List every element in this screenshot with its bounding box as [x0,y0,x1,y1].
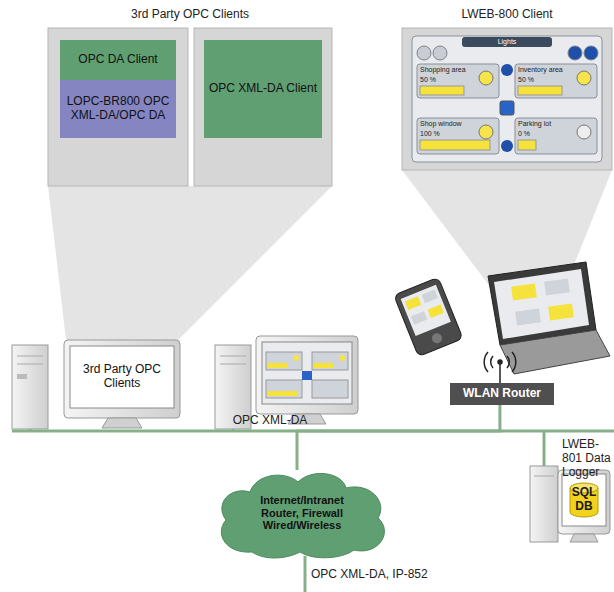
database-box: SQL DB [562,482,606,518]
node-text: 3rd Party OPC Clients [76,363,168,391]
computer [215,336,358,429]
ui-text: Shopping area [420,66,466,74]
ui-text: 50 % [420,76,436,84]
ui-text: Inventory area [518,66,563,74]
antenna-symbol [484,352,516,383]
client-box: OPC XML-DA Client [204,40,322,138]
ui-text: 100 % [420,130,440,138]
group-heading: 3rd Party OPC Clients [131,8,249,22]
client-panel [194,28,332,186]
node-text: OPC XML-DA Client [209,82,317,96]
pda [394,277,463,356]
bus-label: OPC XML-DA, IP-852 [311,568,428,582]
router-box: WLAN Router [450,383,554,405]
ui-screenshot [412,36,602,162]
bridge-box: LOPC-BR800 OPC XML-DA/OPC DA [60,80,176,138]
network-link [297,405,500,470]
bus-label: OPC XML-DA [233,414,308,428]
client-box: OPC DA Client [60,40,176,80]
ui-text: Parking lot [518,120,551,128]
client-panel [402,28,612,170]
node-text: OPC DA Client [78,53,157,67]
node-text: SQL DB [566,486,602,514]
laptop [488,262,610,374]
computer-label: LWEB-801 Data Logger [562,438,612,479]
group-heading: LWEB-800 Client [461,8,552,22]
node-text: Internet/Intranet Router, Firewall Wired… [242,494,362,532]
ui-title: Lights [498,38,517,46]
ui-text: Shop window [420,120,462,128]
bus-line [12,429,614,592]
node-text: WLAN Router [463,387,541,401]
network-cloud: Internet/Intranet Router, Firewall Wired… [212,468,392,558]
ui-text: 50 % [518,76,534,84]
ui-text: 0 % [518,130,530,138]
callout-funnel [48,186,332,340]
computer [12,340,180,429]
monitor-screen: 3rd Party OPC Clients [72,348,172,406]
client-panel [48,28,188,186]
node-text: LOPC-BR800 OPC XML-DA/OPC DA [64,95,172,123]
